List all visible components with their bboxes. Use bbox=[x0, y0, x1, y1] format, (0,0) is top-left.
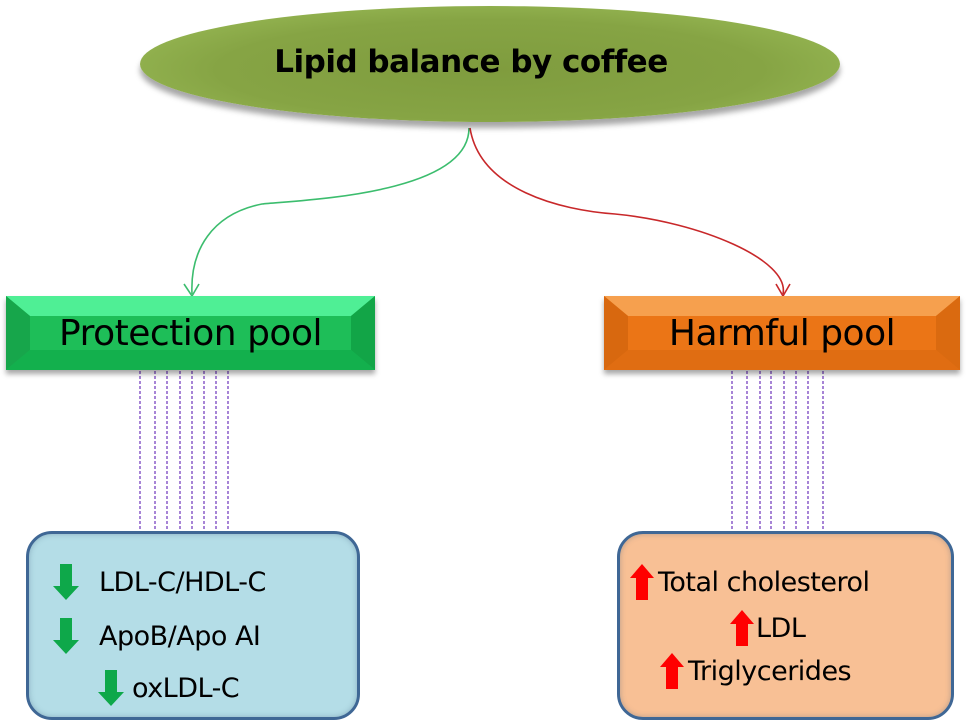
effect-label: LDL-C/HDL-C bbox=[99, 566, 266, 598]
harmful-arrowhead-icon bbox=[775, 283, 791, 298]
harmful-effect-item: Total cholesterol bbox=[630, 564, 870, 600]
harmful-pool-bevel bbox=[604, 296, 960, 370]
protection-dashed-links bbox=[139, 371, 229, 531]
effect-label: Total cholesterol bbox=[658, 566, 870, 598]
protection-pool-label: Protection pool bbox=[59, 312, 322, 354]
down-arrow-icon bbox=[98, 670, 124, 706]
title-ellipse: Lipid balance by coffee bbox=[140, 6, 840, 122]
up-arrow-icon bbox=[630, 564, 654, 600]
protection-pool-bevel bbox=[6, 296, 375, 370]
up-arrow-icon bbox=[660, 653, 684, 689]
down-arrow-icon bbox=[53, 618, 79, 654]
effect-label: oxLDL-C bbox=[132, 672, 240, 704]
protection-effect-item: ApoB/Apo AI bbox=[53, 618, 261, 654]
effect-label: ApoB/Apo AI bbox=[99, 620, 261, 652]
protection-arrowhead-icon bbox=[183, 283, 200, 298]
protection-effects-box: LDL-C/HDL-C ApoB/Apo AI oxLDL-C bbox=[26, 531, 360, 720]
harmful-effect-item: LDL bbox=[730, 610, 806, 646]
harmful-effects-box: Total cholesterol LDL Triglycerides bbox=[617, 531, 954, 720]
harmful-pool-box: Harmful pool bbox=[604, 296, 960, 370]
harmful-connector-arrow bbox=[469, 127, 784, 295]
protection-connector-arrow bbox=[191, 127, 470, 295]
harmful-effect-item: Triglycerides bbox=[660, 653, 852, 689]
protection-effect-item: oxLDL-C bbox=[98, 670, 240, 706]
harmful-pool-label: Harmful pool bbox=[668, 312, 896, 354]
effect-label: LDL bbox=[756, 612, 806, 644]
down-arrow-icon bbox=[53, 564, 79, 600]
protection-effect-item: LDL-C/HDL-C bbox=[53, 564, 266, 600]
effect-label: Triglycerides bbox=[688, 655, 852, 687]
protection-pool-box: Protection pool bbox=[6, 296, 375, 370]
harmful-dashed-links bbox=[731, 371, 824, 531]
diagram-title: Lipid balance by coffee bbox=[274, 44, 668, 80]
up-arrow-icon bbox=[730, 610, 754, 646]
